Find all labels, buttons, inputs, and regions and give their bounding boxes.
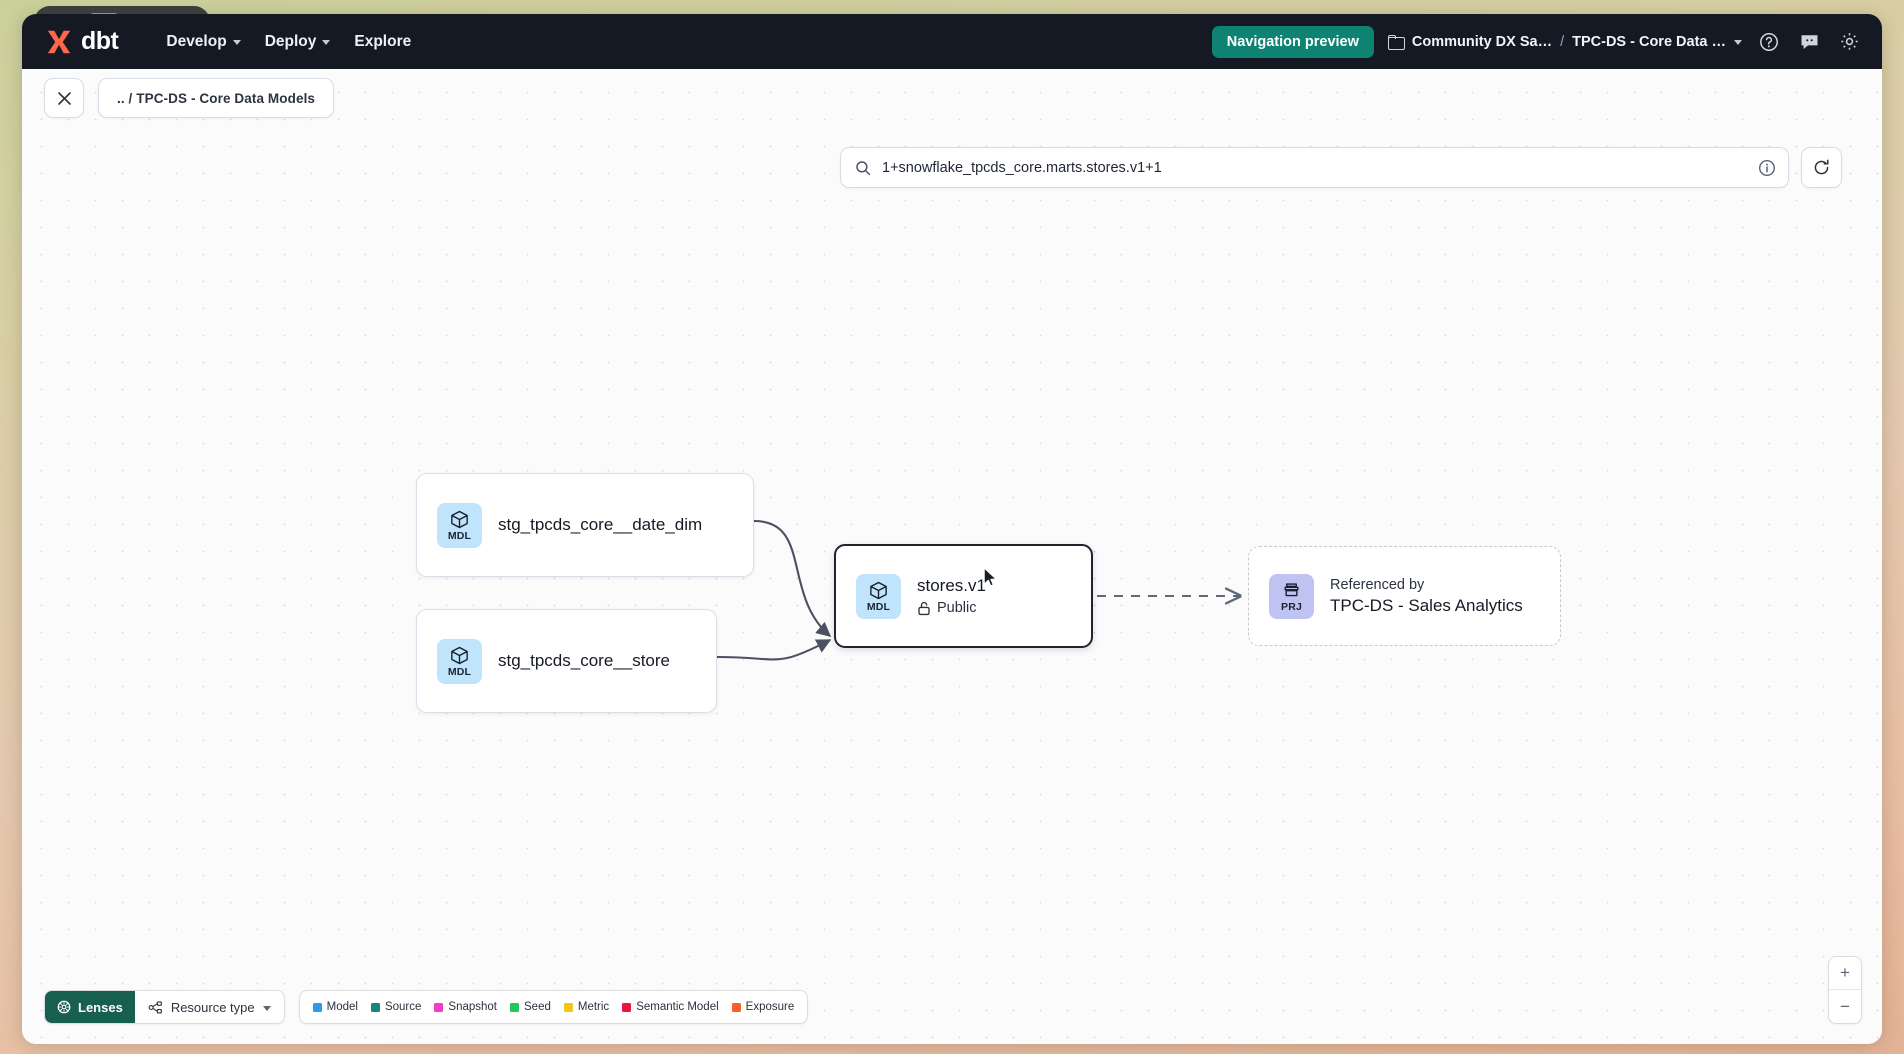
dbt-logo[interactable]: dbt (44, 27, 119, 56)
legend-item-semantic-model: Semantic Model (622, 1001, 719, 1013)
legend-swatch (312, 1002, 322, 1012)
lenses-label: Lenses (78, 999, 123, 1015)
close-icon (57, 91, 71, 105)
cube-icon (451, 510, 468, 528)
dbt-x-icon (47, 30, 71, 53)
breadcrumb-project[interactable]: TPC-DS - Core Data … (1572, 33, 1726, 50)
legend-item-source: Source (370, 1001, 422, 1013)
refresh-button[interactable] (1801, 147, 1842, 188)
legend-swatch (622, 1002, 632, 1012)
breadcrumb-separator: / (1560, 33, 1565, 50)
chevron-down-icon[interactable] (1734, 40, 1742, 45)
cube-icon (870, 581, 887, 599)
nav-develop-label: Develop (166, 32, 227, 50)
legend-item-metric: Metric (563, 1001, 610, 1013)
legend-label: Semantic Model (636, 1001, 719, 1013)
top-bar-right-group: Navigation preview Community DX Sa… / TP… (1211, 25, 1862, 58)
help-circle-icon[interactable] (1756, 29, 1782, 55)
node-text-group: stores.v1 Public (917, 576, 986, 616)
folder-icon (1387, 35, 1405, 50)
model-badge: MDL (856, 573, 901, 619)
node-label: stg_tpcds_core__date_dim (498, 515, 703, 534)
chevron-down-icon (322, 40, 331, 45)
legend-swatch (563, 1002, 573, 1012)
badge-label: PRJ (1280, 600, 1303, 613)
resource-type-legend: Model Source Snapshot Seed Metric (298, 990, 809, 1024)
lineage-search-group: 1+snowflake_tpcds_core.marts.stores.v1+1 (840, 147, 1842, 188)
legend-label: Snapshot (448, 1001, 498, 1013)
nodes-icon (148, 1000, 162, 1013)
gear-icon[interactable] (1836, 29, 1862, 55)
node-stg-tpcds-core-store[interactable]: MDL stg_tpcds_core__store (416, 609, 717, 713)
zoom-in-button[interactable]: + (1829, 957, 1861, 990)
edge-date-dim-to-stores (753, 519, 832, 637)
legend-item-seed: Seed (510, 1001, 551, 1013)
node-stg-tpcds-core-date-dim[interactable]: MDL stg_tpcds_core__date_dim (416, 473, 754, 577)
bottom-toolbar: Lenses Resource type Model (44, 990, 809, 1024)
nav-develop[interactable]: Develop (154, 27, 252, 57)
project-badge: PRJ (1269, 573, 1314, 619)
breadcrumb: Community DX Sa… / TPC-DS - Core Data … (1387, 33, 1742, 50)
lens-icon (57, 1000, 71, 1014)
legend-swatch (731, 1002, 741, 1012)
close-button[interactable] (44, 78, 84, 118)
legend-item-model: Model (312, 1001, 358, 1013)
project-stack-icon (1284, 583, 1299, 597)
node-label: TPC-DS - Sales Analytics (1330, 595, 1523, 615)
badge-label: MDL (447, 665, 472, 678)
legend-label: Exposure (745, 1001, 795, 1013)
refresh-icon (1814, 159, 1829, 175)
chevron-down-icon (262, 1005, 271, 1011)
nav-deploy[interactable]: Deploy (253, 27, 343, 57)
navigation-preview-button[interactable]: Navigation preview (1211, 25, 1374, 58)
legend-label: Model (326, 1001, 358, 1013)
search-icon (856, 160, 871, 175)
legend-swatch (370, 1002, 380, 1012)
nav-explore[interactable]: Explore (342, 27, 423, 57)
unlock-icon (918, 601, 930, 615)
resource-type-label: Resource type (170, 999, 255, 1015)
node-referenced-by-project[interactable]: PRJ Referenced by TPC-DS - Sales Analyti… (1248, 546, 1561, 646)
legend-label: Metric (577, 1001, 610, 1013)
nav-deploy-label: Deploy (264, 32, 317, 50)
app-window: dbt Develop Deploy Explore Navigation pr… (22, 14, 1882, 1044)
legend-item-exposure: Exposure (731, 1001, 795, 1013)
dbt-wordmark: dbt (81, 27, 119, 55)
legend-label: Seed (524, 1001, 551, 1013)
legend-swatch (434, 1002, 444, 1012)
lineage-canvas[interactable]: .. / TPC-DS - Core Data Models 1+snowfla… (22, 69, 1882, 1044)
legend-label: Source (384, 1001, 422, 1013)
edge-store-to-stores (716, 639, 832, 661)
nav-explore-label: Explore (354, 32, 412, 50)
resource-type-dropdown[interactable]: Resource type (135, 991, 284, 1023)
node-label: stg_tpcds_core__store (498, 651, 670, 670)
model-badge: MDL (437, 638, 482, 684)
lenses-button[interactable]: Lenses (45, 991, 135, 1023)
search-input[interactable]: 1+snowflake_tpcds_core.marts.stores.v1+1 (882, 159, 1162, 176)
lens-control-group: Lenses Resource type (44, 990, 285, 1024)
feedback-icon[interactable] (1796, 29, 1822, 55)
node-text-group: Referenced by TPC-DS - Sales Analytics (1330, 577, 1523, 616)
zoom-out-button[interactable]: − (1840, 996, 1850, 1016)
canvas-toolbar: .. / TPC-DS - Core Data Models (22, 69, 1882, 127)
node-label: stores.v1 (917, 576, 986, 595)
zoom-controls: + − (1828, 956, 1862, 1024)
node-prefix-label: Referenced by (1330, 576, 1425, 593)
info-circle-icon[interactable] (1758, 159, 1776, 177)
breadcrumb-account[interactable]: Community DX Sa… (1411, 33, 1553, 50)
chevron-down-icon (232, 40, 241, 45)
legend-item-snapshot: Snapshot (434, 1001, 497, 1013)
node-access-row: Public (917, 600, 986, 616)
search-input-box[interactable]: 1+snowflake_tpcds_core.marts.stores.v1+1 (840, 147, 1789, 188)
badge-label: MDL (447, 529, 472, 542)
node-access-label: Public (937, 600, 977, 616)
model-badge: MDL (437, 502, 482, 548)
legend-swatch (510, 1002, 520, 1012)
badge-label: MDL (866, 600, 891, 613)
graph-breadcrumb-button[interactable]: .. / TPC-DS - Core Data Models (98, 78, 335, 118)
cube-icon (451, 646, 468, 664)
top-navigation-bar: dbt Develop Deploy Explore Navigation pr… (22, 14, 1882, 69)
node-stores-v1[interactable]: MDL stores.v1 Public (834, 544, 1093, 648)
